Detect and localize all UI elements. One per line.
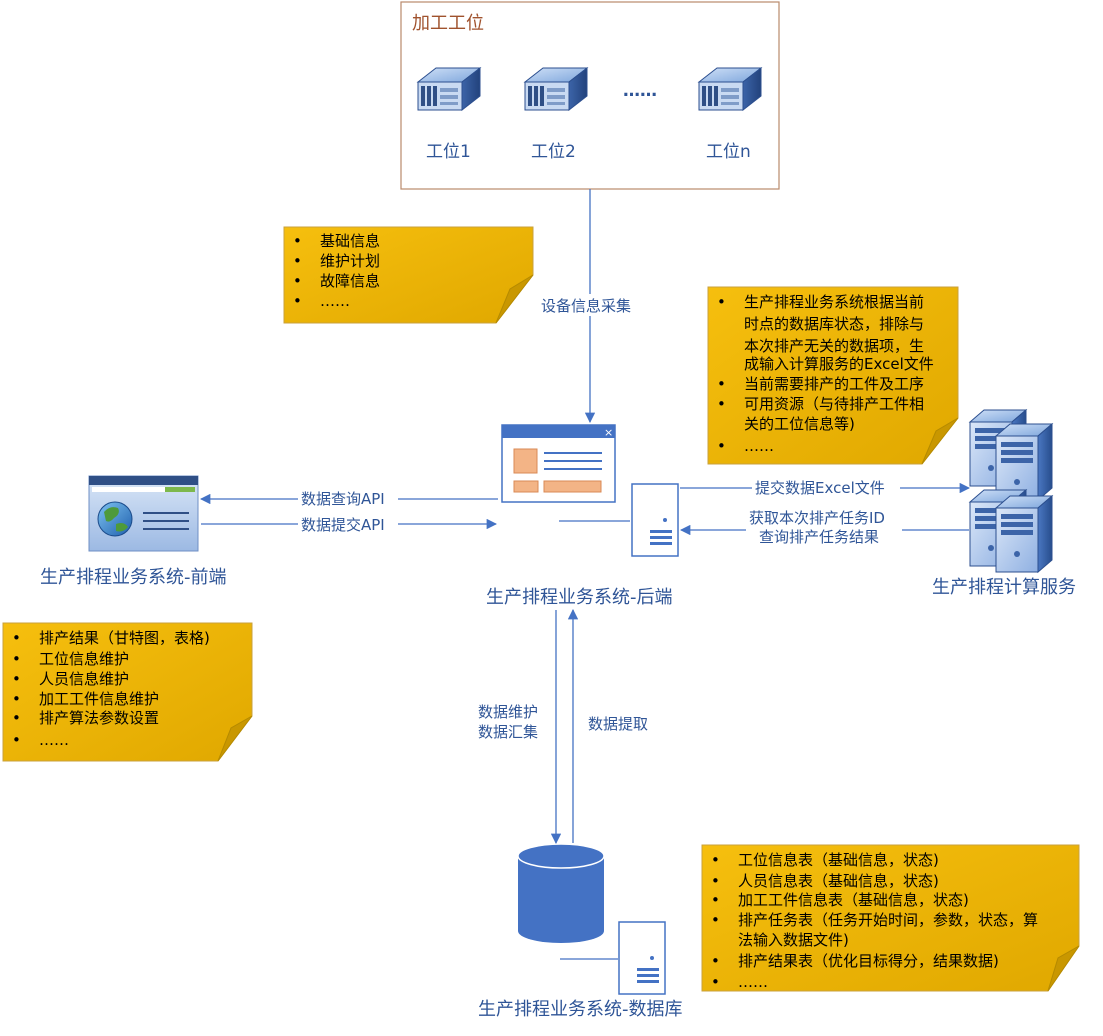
svg-text:•: • [717, 375, 726, 393]
compute-group: 生产排程计算服务 [932, 409, 1076, 598]
compute-tower-icon-4 [995, 495, 1053, 573]
note-compute-line: 可用资源（与待排产工件相 [744, 395, 924, 413]
database-label: 生产排程业务系统-数据库 [478, 999, 683, 1020]
edge-get-task-label-1: 获取本次排产任务ID [749, 509, 885, 527]
edge-maintain-label-1: 数据维护 [478, 703, 538, 721]
stations-group: 加工工位 …… 工位1 工位2 工位n [400, 1, 780, 190]
backend-label: 生产排程业务系统-后端 [486, 587, 673, 608]
note-compute-line: 时点的数据库状态，排除与 [744, 315, 924, 333]
note-frontend: •排产结果（甘特图，表格) •工位信息维护 •人员信息维护 •加工工件信息维护 … [2, 622, 253, 762]
note-database-item: 人员信息表（基础信息，状态) [738, 872, 939, 890]
note-database-item: 工位信息表（基础信息，状态) [738, 851, 939, 869]
station-n-server-icon [698, 67, 762, 111]
svg-text:•: • [12, 690, 21, 708]
globe-icon [97, 501, 133, 537]
note-frontend-item: 排产算法参数设置 [39, 709, 159, 727]
edge-get-task-label-2: 查询排产任务结果 [759, 528, 879, 546]
station-2-server-icon [524, 67, 588, 111]
note-database-item: 加工工件信息表（基础信息，状态) [738, 891, 969, 909]
note-basic-item: 故障信息 [320, 272, 380, 290]
frontend-group: 生产排程业务系统-前端 [40, 475, 227, 588]
svg-text:•: • [293, 272, 302, 290]
edge-submit-excel-label: 提交数据Excel文件 [755, 479, 885, 497]
svg-text:•: • [717, 437, 726, 455]
note-basic-item: …… [320, 292, 350, 310]
note-compute-line: 生产排程业务系统根据当前 [744, 293, 924, 311]
note-database-item: 排产任务表（任务开始时间，参数，状态，算 [738, 911, 1038, 929]
svg-text:•: • [12, 709, 21, 727]
edge-maintain-label-2: 数据汇集 [478, 723, 538, 741]
note-basic-item: 基础信息 [320, 232, 380, 250]
note-compute-line: …… [744, 437, 774, 455]
note-database: • 工位信息表（基础信息，状态) • 人员信息表（基础信息，状态) • 加工工件信息表… [701, 844, 1080, 992]
note-basic-item: 维护计划 [320, 252, 380, 270]
station-n-label: 工位n [706, 142, 751, 162]
station-2-label: 工位2 [531, 142, 576, 162]
note-compute-line: 本次排产无关的数据项，生 [744, 337, 924, 355]
backend-group: × 生产排程业务系统-后端 [486, 424, 679, 608]
svg-text:•: • [711, 973, 720, 991]
note-frontend-item: 人员信息维护 [39, 670, 129, 688]
backend-server-icon [631, 483, 679, 557]
svg-text:•: • [711, 911, 720, 929]
svg-text:•: • [12, 629, 21, 647]
svg-text:•: • [12, 650, 21, 668]
note-database-item: 法输入数据文件) [738, 931, 849, 949]
edge-extract-label: 数据提取 [588, 715, 648, 733]
edge-collect-label: 设备信息采集 [541, 297, 631, 315]
compute-label: 生产排程计算服务 [932, 577, 1076, 598]
svg-text:•: • [12, 670, 21, 688]
station-1-server-icon [417, 67, 481, 111]
note-frontend-item: 排产结果（甘特图，表格) [39, 629, 210, 647]
svg-text:•: • [711, 952, 720, 970]
note-compute-line: 关的工位信息等) [744, 415, 855, 433]
database-server-icon [618, 921, 666, 995]
note-compute-line: 成输入计算服务的Excel文件 [744, 355, 934, 373]
database-cylinder-icon [517, 843, 605, 943]
svg-text:•: • [711, 851, 720, 869]
note-compute-line: 当前需要排产的工件及工序 [744, 375, 924, 393]
note-compute: •生产排程业务系统根据当前 时点的数据库状态，排除与 本次排产无关的数据项，生 … [707, 286, 959, 465]
svg-text:×: × [604, 426, 613, 439]
note-frontend-item: 加工工件信息维护 [39, 690, 159, 708]
edge-submit-api-label: 数据提交API [301, 516, 385, 534]
note-basic: • 基础信息 • 维护计划 • 故障信息 • …… [283, 226, 534, 324]
note-frontend-item: …… [39, 731, 69, 749]
svg-text:•: • [293, 232, 302, 250]
backend-window-icon: × [501, 424, 616, 503]
frontend-browser-icon [88, 475, 199, 552]
svg-text:•: • [293, 252, 302, 270]
note-frontend-item: 工位信息维护 [39, 650, 129, 668]
svg-text:•: • [717, 293, 726, 311]
stations-ellipsis: …… [623, 81, 657, 101]
svg-text:•: • [711, 891, 720, 909]
station-1-label: 工位1 [426, 142, 471, 162]
svg-text:•: • [12, 731, 21, 749]
note-database-item: 排产结果表（优化目标得分，结果数据) [738, 952, 999, 970]
compute-tower-icon-2 [995, 423, 1053, 501]
svg-text:•: • [717, 395, 726, 413]
edge-query-api-label: 数据查询API [301, 490, 385, 508]
note-database-item: …… [738, 973, 768, 991]
database-group: 生产排程业务系统-数据库 [478, 843, 683, 1020]
stations-title: 加工工位 [412, 13, 484, 34]
frontend-label: 生产排程业务系统-前端 [40, 567, 227, 588]
svg-text:•: • [293, 292, 302, 310]
svg-text:•: • [711, 872, 720, 890]
